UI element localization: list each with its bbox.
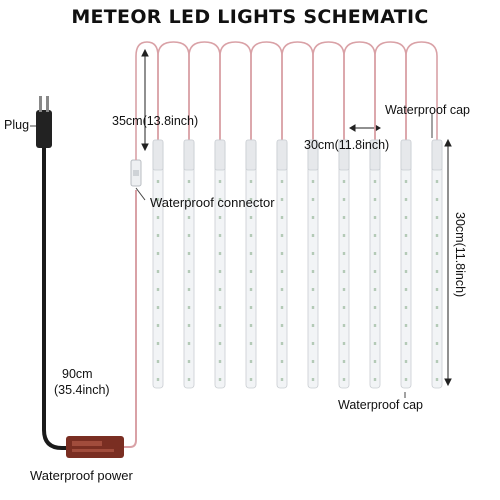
- label-waterproof-cap-top: Waterproof cap: [385, 103, 470, 117]
- label-cable-90cm-inch: (35.4inch): [54, 383, 110, 397]
- dimension-35cm: [141, 48, 149, 152]
- label-waterproof-connector: Waterproof connector: [150, 195, 275, 210]
- meteor-tube: [307, 139, 319, 389]
- label-cable-90cm: 90cm: [62, 367, 93, 381]
- loop-wire: [250, 41, 283, 140]
- loop-wire: [374, 41, 407, 140]
- meteor-tube: [276, 139, 288, 389]
- label-tube-length: 30cm(11.8inch): [453, 212, 467, 298]
- waterproof-power-adapter: [66, 436, 124, 458]
- loop-wire: [405, 41, 438, 140]
- meteor-tube: [183, 139, 195, 389]
- loop-wire: [157, 41, 190, 140]
- meteor-tube: [400, 139, 412, 389]
- loop-wire: [343, 41, 376, 140]
- label-waterproof-cap-bottom: Waterproof cap: [338, 398, 423, 412]
- dimension-tube-length: [444, 138, 452, 387]
- meteor-tubes: [135, 41, 443, 389]
- loop-wire: [188, 41, 221, 140]
- meteor-tube: [369, 139, 381, 389]
- label-spacing-30cm: 30cm(11.8inch): [304, 138, 390, 152]
- label-waterproof-power: Waterproof power: [30, 468, 133, 483]
- label-length-35cm: 35cm(13.8inch): [112, 114, 199, 128]
- leader-connector: [135, 187, 146, 201]
- loop-wire: [312, 41, 345, 140]
- loop-wire: [219, 41, 252, 140]
- meteor-tube: [214, 139, 226, 389]
- meteor-tube: [338, 139, 350, 389]
- pink-lead-wire: [124, 190, 137, 448]
- diagram-title: METEOR LED LIGHTS SCHEMATIC: [71, 6, 429, 28]
- loop-wire: [281, 41, 314, 140]
- loop-wire: [135, 41, 159, 160]
- label-plug: Plug: [4, 118, 30, 132]
- power-cable: [42, 160, 70, 450]
- meteor-tube: [152, 139, 164, 389]
- meteor-tube: [245, 139, 257, 389]
- meteor-tube: [431, 139, 443, 389]
- plug-icon: [36, 96, 52, 166]
- waterproof-connector: [130, 159, 142, 187]
